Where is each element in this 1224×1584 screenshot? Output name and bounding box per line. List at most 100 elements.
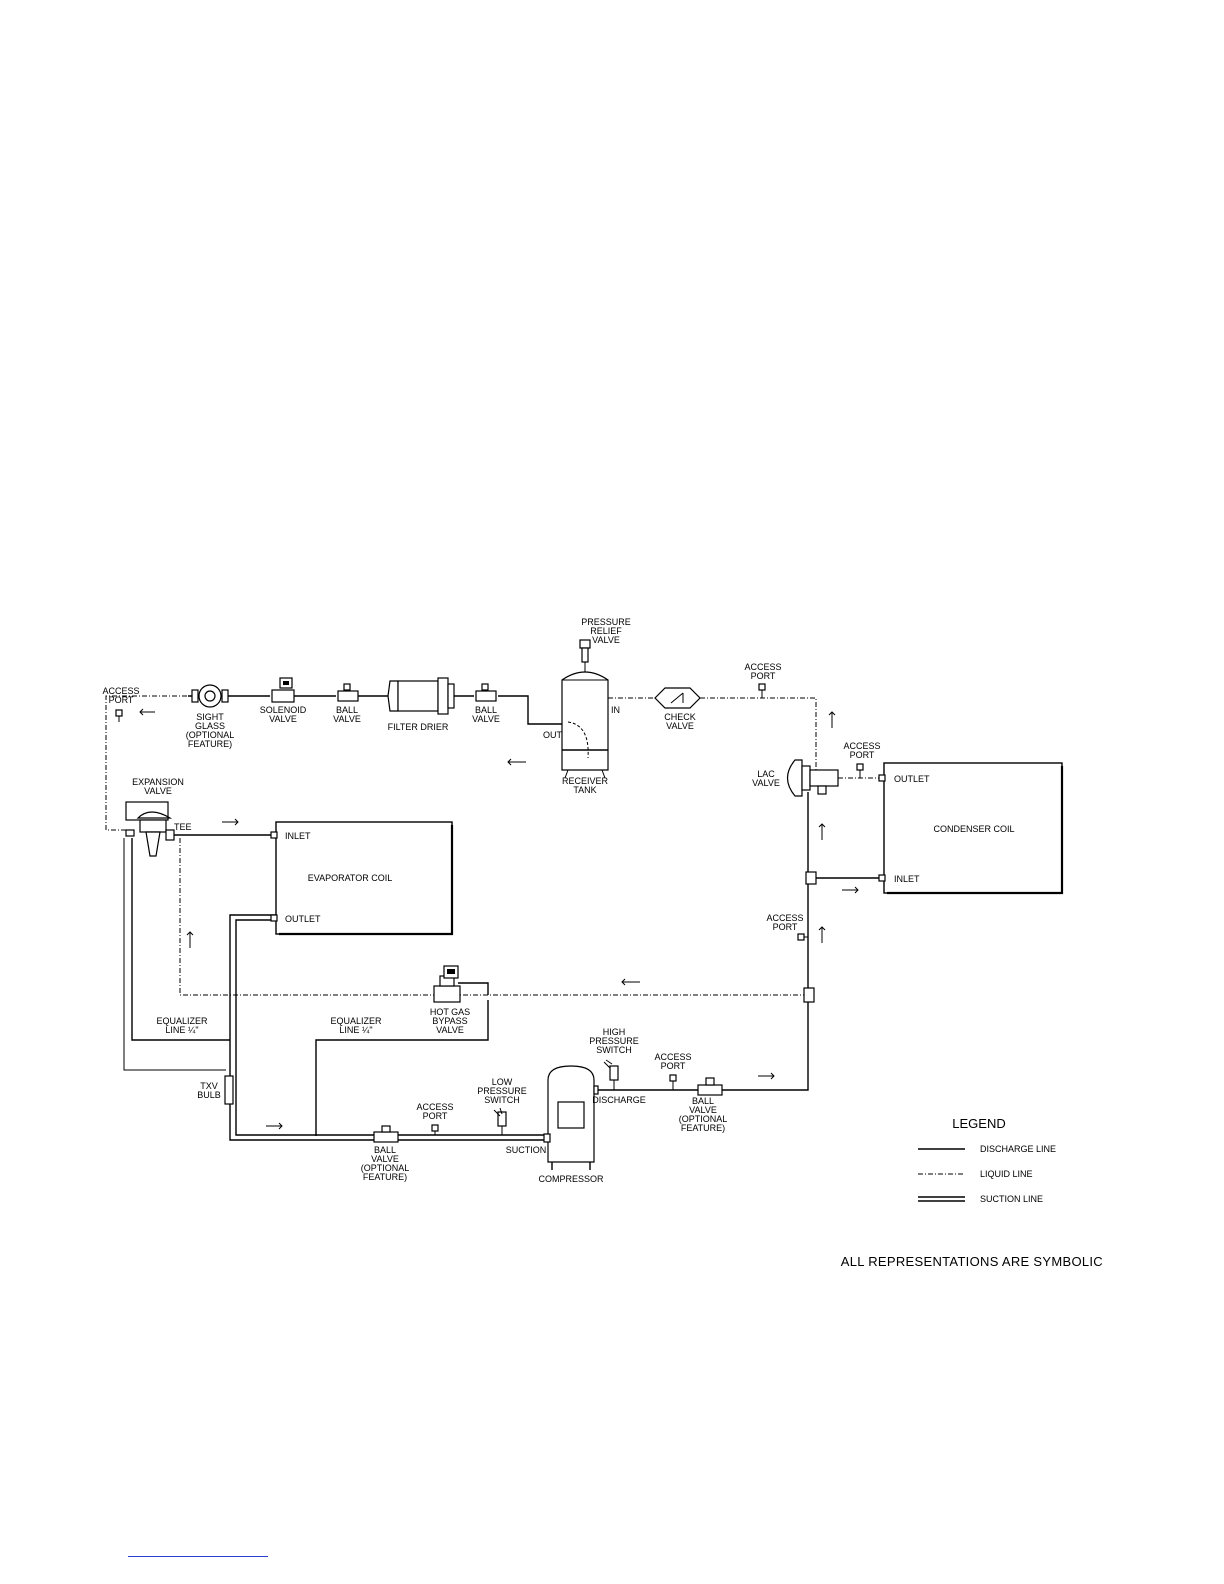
equalizer-mid-label-2: LINE ¼"	[339, 1025, 372, 1035]
txv-bulb-line	[123, 838, 226, 1071]
ball-valve-suction-label-4: FEATURE)	[363, 1172, 407, 1182]
arrow-right-suction	[266, 1122, 283, 1130]
equalizer-left-label-2: LINE ¼"	[165, 1025, 198, 1035]
solenoid-valve-label-2: VALVE	[269, 714, 297, 724]
expansion-valve-label-1: EXPANSION	[132, 777, 184, 787]
discharge-line-right-vertical	[720, 792, 809, 1091]
low-pressure-label-2: PRESSURE	[477, 1086, 527, 1096]
access-port-discharge-label-2: PORT	[661, 1061, 686, 1071]
footnote: ALL REPRESENTATIONS ARE SYMBOLIC	[841, 1254, 1103, 1269]
access-port-condenser: ACCESS PORT	[843, 741, 881, 778]
ball-valve-suction-label-3: (OPTIONAL	[361, 1163, 410, 1173]
ball-valve-suction-label-1: BALL	[374, 1145, 396, 1155]
access-port-top-right-label-2: PORT	[751, 671, 776, 681]
receiver-tank-label-1: RECEIVER	[562, 776, 609, 786]
hot-gas-label-2: BYPASS	[432, 1016, 467, 1026]
high-pressure-switch: HIGH PRESSURE SWITCH	[589, 1027, 639, 1090]
access-port-top-left-label-2: PORT	[109, 695, 134, 705]
legend-item-liquid: LIQUID LINE	[980, 1169, 1033, 1179]
condenser-coil-label: CONDENSER COIL	[933, 824, 1014, 834]
low-pressure-label-1: LOW	[492, 1077, 513, 1087]
compressor: SUCTION DISCHARGE COMPRESSOR	[506, 1065, 646, 1184]
legend-item-suction: SUCTION LINE	[980, 1194, 1043, 1204]
equalizer-line-mid: EQUALIZER LINE ¼"	[330, 1016, 382, 1035]
condenser-coil: OUTLET INLET CONDENSER COIL	[878, 762, 1064, 895]
hot-gas-label-3: VALVE	[436, 1025, 464, 1035]
txv-bulb-label-1: TXV	[200, 1081, 218, 1091]
access-port-top-right-label-1: ACCESS	[744, 662, 781, 672]
expansion-valve: EXPANSION VALVE TEE	[125, 777, 192, 857]
low-pressure-switch: LOW PRESSURE SWITCH	[477, 1077, 527, 1135]
arrow-right-cond	[842, 886, 859, 894]
access-port-mid-right-label-1: ACCESS	[766, 913, 803, 923]
arrow-up-left	[186, 931, 194, 948]
ball-valve-discharge: BALL VALVE (OPTIONAL FEATURE)	[679, 1077, 728, 1133]
suction-line-outer	[229, 914, 548, 1141]
ball-valve-liquid-label-1: BALL	[336, 705, 358, 715]
txv-bulb-label-2: BULB	[197, 1090, 221, 1100]
evaporator-coil: INLET OUTLET EVAPORATOR COIL	[270, 821, 454, 936]
pressure-relief-label-1: PRESSURE	[581, 617, 631, 627]
check-valve: CHECK VALVE	[654, 687, 701, 731]
arrow-left-top	[139, 708, 155, 716]
solenoid-valve: SOLENOID VALVE	[260, 677, 307, 724]
solenoid-valve-label-1: SOLENOID	[260, 705, 307, 715]
ball-valve-discharge-label-2: VALVE	[689, 1105, 717, 1115]
arrow-right-evap	[222, 818, 239, 826]
arrow-up-lac	[828, 711, 836, 728]
filter-drier-label: FILTER DRIER	[388, 722, 449, 732]
evaporator-inlet-label: INLET	[285, 831, 311, 841]
ball-valve-discharge-label-4: FEATURE)	[681, 1123, 725, 1133]
lac-valve: LAC VALVE	[752, 759, 839, 797]
sight-glass-label-4: FEATURE)	[188, 739, 232, 749]
check-valve-label-1: CHECK	[664, 712, 696, 722]
sight-glass-label-1: SIGHT	[196, 712, 224, 722]
condenser-outlet-label: OUTLET	[894, 774, 930, 784]
access-port-discharge-label-1: ACCESS	[654, 1052, 691, 1062]
access-port-mid-right: ACCESS PORT	[766, 913, 808, 941]
hot-gas-label-1: HOT GAS	[430, 1007, 470, 1017]
arrow-left-receiver	[507, 758, 526, 766]
equalizer-line-left: EQUALIZER LINE ¼"	[156, 1016, 208, 1035]
txv-bulb: TXV BULB	[197, 1075, 234, 1105]
ball-valve-receiver-label-2: VALVE	[472, 714, 500, 724]
condenser-inlet-label: INLET	[894, 874, 920, 884]
ball-valve-suction: BALL VALVE (OPTIONAL FEATURE)	[361, 1125, 410, 1182]
pressure-relief-label-3: VALVE	[592, 635, 620, 645]
legend: LEGEND DISCHARGE LINE LIQUID LINE SUCTIO…	[918, 1116, 1056, 1204]
hot-gas-valve-stub	[458, 982, 489, 995]
high-pressure-label-3: SWITCH	[596, 1045, 632, 1055]
filter-drier: FILTER DRIER	[387, 677, 455, 732]
tee-right-upper	[805, 871, 817, 885]
expansion-valve-label-2: VALVE	[144, 786, 172, 796]
ball-valve-receiver-label-1: BALL	[475, 705, 497, 715]
access-port-suction: ACCESS PORT	[416, 1102, 454, 1135]
legend-title: LEGEND	[952, 1116, 1005, 1131]
footer-rule	[128, 1556, 268, 1557]
check-valve-label-2: VALVE	[666, 721, 694, 731]
compressor-label: COMPRESSOR	[538, 1174, 604, 1184]
receiver-out-label: OUT	[543, 730, 563, 740]
arrow-left-bypass	[621, 978, 640, 986]
access-port-condenser-label-1: ACCESS	[843, 741, 880, 751]
flow-arrows	[139, 708, 859, 1130]
ball-valve-suction-label-2: VALVE	[371, 1154, 399, 1164]
discharge-line-to-receiver	[608, 697, 817, 772]
suction-label: SUCTION	[506, 1145, 547, 1155]
access-port-condenser-label-2: PORT	[850, 750, 875, 760]
ball-valve-discharge-label-3: (OPTIONAL	[679, 1114, 728, 1124]
hot-gas-bypass-line	[179, 838, 808, 996]
access-port-discharge: ACCESS PORT	[654, 1052, 692, 1090]
arrow-up-right-1	[818, 823, 826, 840]
equalizer-left-label-1: EQUALIZER	[156, 1016, 208, 1026]
access-port-top-left-label-1: ACCESS	[102, 686, 139, 696]
access-port-top-right: ACCESS PORT	[744, 662, 782, 698]
access-port-suction-label-2: PORT	[423, 1111, 448, 1121]
evaporator-outlet-label: OUTLET	[285, 914, 321, 924]
equalizer-line-left-path	[131, 838, 230, 1041]
evaporator-coil-label: EVAPORATOR COIL	[308, 873, 393, 883]
ball-valve-liquid-label-2: VALVE	[333, 714, 361, 724]
equalizer-mid-label-1: EQUALIZER	[330, 1016, 382, 1026]
liquid-line-left-loop	[105, 695, 188, 831]
